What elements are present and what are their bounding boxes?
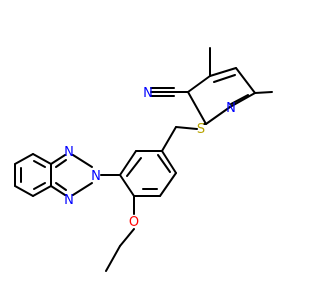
atom-label-layer: N N S N N N O xyxy=(64,86,236,230)
pyridine-bond-c3-c4 xyxy=(187,75,211,93)
triazole-double-bond-n1-c7a xyxy=(55,159,67,168)
nitrile-nitrogen-label: N xyxy=(143,86,153,101)
pyridine-bond-c2-c3 xyxy=(187,91,207,125)
fused-ring-bond-2 xyxy=(32,185,52,197)
pyridine-double-bond-c4-c5-inner xyxy=(213,74,236,83)
pyridine-bond-c4-c5 xyxy=(209,67,237,77)
pyridine-nitrogen-label: N xyxy=(226,101,236,116)
central-ring-bond-2 xyxy=(119,150,137,176)
bond-layer xyxy=(14,47,273,272)
central-ring-bond-6 xyxy=(161,150,177,174)
sulfur-methylene-bond xyxy=(175,126,198,130)
triazole-nitrogen-center-label: N xyxy=(91,169,101,184)
fused-ring-bond-3 xyxy=(14,185,34,197)
methyl-bond-c6 xyxy=(254,91,273,94)
pyridine-double-bond-c6-n-inner xyxy=(230,94,249,105)
fused-ring-bond-5 xyxy=(14,153,34,165)
triazole-bond-n3-c3a xyxy=(50,185,66,196)
fused-ring-double-bond-3 xyxy=(33,182,46,190)
fused-ring-double-bond-2 xyxy=(33,160,46,168)
oxygen-label: O xyxy=(129,215,139,230)
pyridine-bond-n-c2 xyxy=(205,106,231,125)
triazole-nitrogen-top-label: N xyxy=(64,145,74,160)
triazole-bond-n1-c7a xyxy=(50,154,66,165)
molecule-structure: N N S N N N O xyxy=(14,47,273,272)
pyridine-bond-c6-n xyxy=(229,92,256,108)
central-ring-bond-5 xyxy=(159,172,177,197)
ethyl-bond xyxy=(105,245,121,272)
triazole-bond-n2-n3 xyxy=(72,182,93,196)
triazole-double-bond-n3-c3a xyxy=(55,182,67,191)
central-ring-double-bond-1 xyxy=(126,157,142,177)
central-ring-double-bond-3 xyxy=(157,154,171,173)
central-ring-bond-3 xyxy=(119,174,135,197)
triazole-nitrogen-bottom-label: N xyxy=(64,193,74,208)
methylene-aryl-bond xyxy=(161,126,177,152)
pyridine-bond-c5-c6 xyxy=(235,67,256,94)
sulfur-label: S xyxy=(197,122,205,137)
fused-ring-bond-6 xyxy=(32,153,52,165)
oxygen-ethyl-bond xyxy=(119,228,135,247)
triazole-bond-n2-n1 xyxy=(72,154,93,168)
